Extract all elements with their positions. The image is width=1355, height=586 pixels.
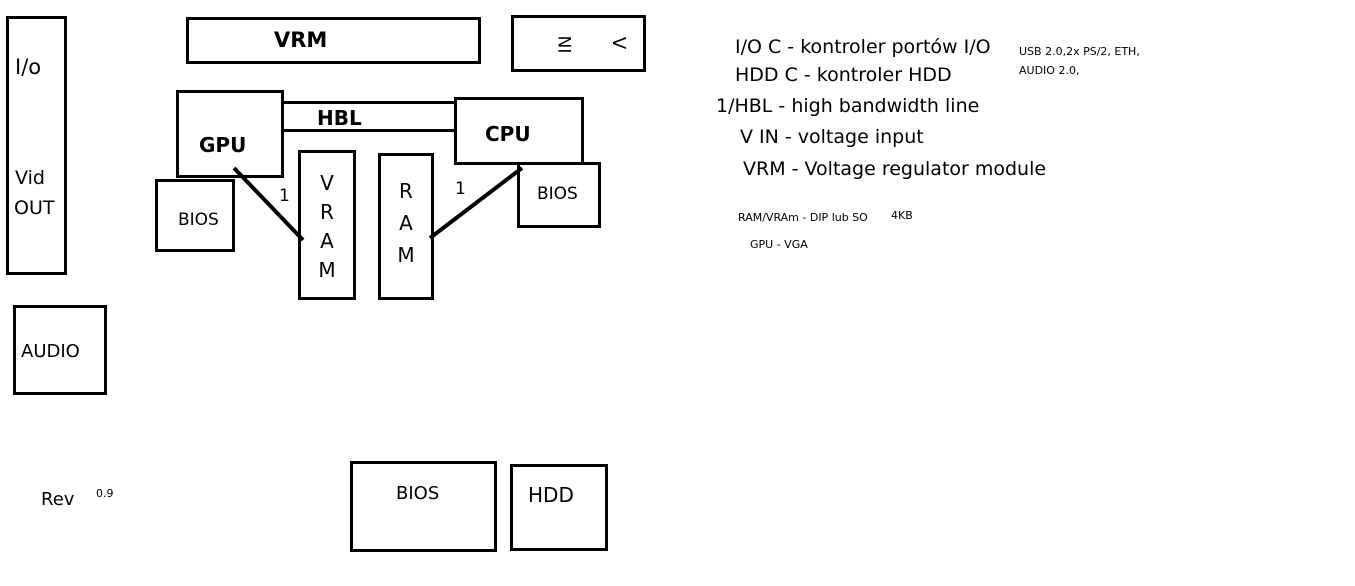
- legend-io-note-2: AUDIO 2.0,: [1019, 64, 1080, 77]
- rev-label: Rev: [41, 489, 75, 510]
- legend-io-c: I/O C - kontroler portów I/O: [735, 36, 991, 58]
- gpu-vram-line: [232, 166, 305, 242]
- ram-letters: R A M: [381, 181, 431, 265]
- vin-block: NI V: [511, 15, 646, 72]
- audio-label: AUDIO: [21, 341, 80, 362]
- vram-letter: R: [320, 200, 334, 224]
- legend-ram-size: 4KB: [891, 209, 913, 222]
- cpu-bios-block: BIOS: [517, 162, 601, 228]
- legend-gpu: GPU - VGA: [750, 238, 808, 251]
- vid-label: Vid: [15, 167, 45, 189]
- audio-block: AUDIO: [13, 305, 107, 395]
- vram-block: V R A M: [298, 150, 356, 300]
- hdd-label: HDD: [528, 483, 574, 507]
- vram-letter: A: [320, 229, 334, 253]
- ram-cpu-link-label: 1: [455, 179, 466, 199]
- rev-value: 0.9: [96, 487, 114, 500]
- vram-letters: V R A M: [301, 173, 353, 280]
- ram-block: R A M: [378, 153, 434, 300]
- main-bios-block: BIOS: [350, 461, 497, 552]
- ram-cpu-line: [428, 166, 524, 240]
- hbl-label: HBL: [317, 106, 362, 130]
- legend-io-note-1: USB 2.0,2x PS/2, ETH,: [1019, 45, 1140, 58]
- legend-vrm: VRM - Voltage regulator module: [743, 158, 1047, 180]
- ram-letter: R: [399, 179, 413, 203]
- vrm-block: VRM: [186, 17, 481, 64]
- cpu-bios-label: BIOS: [537, 184, 578, 204]
- gpu-label: GPU: [199, 133, 247, 157]
- cpu-block: CPU: [454, 97, 584, 165]
- gpu-bios-label: BIOS: [178, 210, 219, 230]
- legend-vin: V IN - voltage input: [740, 126, 924, 148]
- gpu-bios-block: BIOS: [155, 179, 235, 252]
- gpu-vram-link-label: 1: [279, 186, 290, 206]
- ram-letter: M: [397, 243, 415, 267]
- vram-letter: V: [320, 171, 334, 195]
- ram-letter: A: [399, 211, 413, 235]
- cpu-label: CPU: [485, 122, 531, 146]
- hbl-bus: HBL: [280, 101, 458, 132]
- gpu-block: GPU: [176, 90, 284, 178]
- hdd-block: HDD: [510, 464, 608, 551]
- legend-ram: RAM/VRAm - DIP lub SO: [738, 211, 868, 224]
- main-bios-label: BIOS: [396, 483, 440, 504]
- legend-hdd-c: HDD C - kontroler HDD: [735, 64, 952, 86]
- out-label: OUT: [14, 197, 55, 219]
- vrm-label: VRM: [274, 28, 328, 52]
- io-block: I/o Vid OUT: [6, 16, 67, 275]
- legend-hbl: 1/HBL - high bandwidth line: [716, 95, 980, 117]
- io-label: I/o: [15, 55, 42, 79]
- vram-letter: M: [318, 258, 336, 282]
